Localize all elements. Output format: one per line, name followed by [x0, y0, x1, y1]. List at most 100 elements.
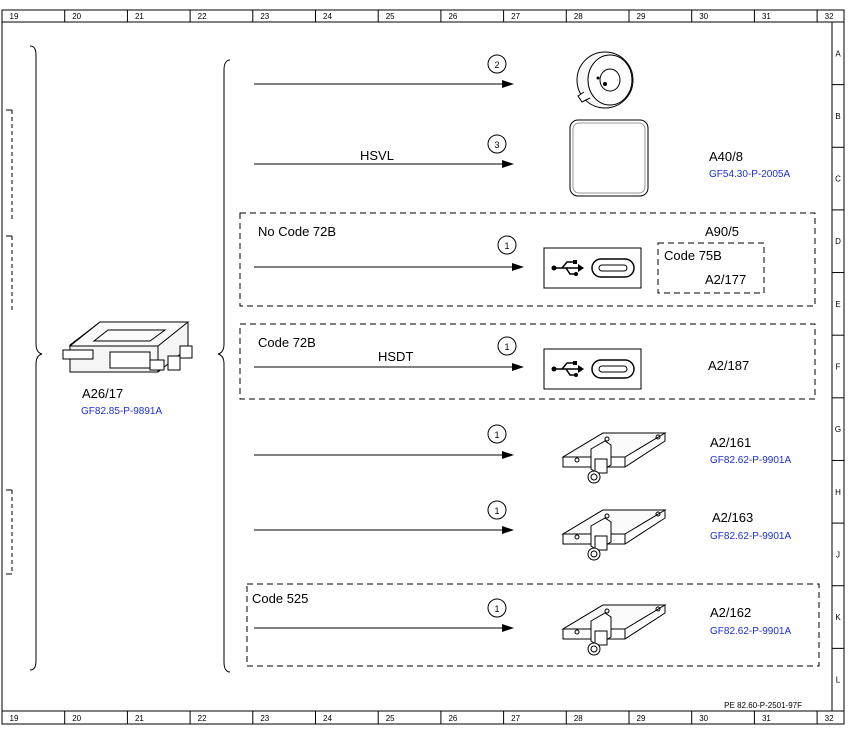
- grid-row-label: H: [835, 488, 841, 497]
- grid-column-label: 32: [825, 714, 834, 723]
- grid-row-label: G: [835, 425, 841, 434]
- grid-column-label: 23: [260, 714, 269, 723]
- grid-column-label: 23: [260, 12, 269, 21]
- connection-number: 1: [504, 342, 509, 352]
- grid-row-label: F: [836, 363, 841, 372]
- grid-column-label: 21: [135, 12, 144, 21]
- grid-row-label: B: [835, 112, 840, 121]
- grid-column-label: 25: [386, 12, 395, 21]
- connection-number: 1: [494, 506, 499, 516]
- grid-column-label: 22: [198, 714, 207, 723]
- device-label: A2/162: [710, 605, 751, 620]
- grid-row-label: L: [836, 676, 841, 685]
- antenna-module-icon: [561, 432, 667, 484]
- grid-column-label: 32: [825, 12, 834, 21]
- arrow-head: [502, 451, 514, 459]
- grid-column-label: 30: [699, 714, 708, 723]
- left-brace: [29, 45, 43, 671]
- source-doc: GF82.85-P-9891A: [81, 406, 162, 417]
- grid-column-label: 24: [323, 714, 332, 723]
- grid-column-label: 22: [198, 12, 207, 21]
- grid-column-label: 19: [10, 714, 19, 723]
- code-group-box: [239, 323, 816, 400]
- usb-icon: [551, 260, 584, 276]
- code-group-box: [239, 212, 816, 307]
- code-label: Code 72B: [258, 335, 316, 350]
- device-doc: GF82.62-P-9901A: [710, 531, 791, 542]
- connection-number: 1: [494, 604, 499, 614]
- grid-row-label: K: [835, 613, 841, 622]
- connection-circle: [487, 54, 507, 74]
- arrow-head: [502, 624, 514, 632]
- code-group-box: [246, 583, 820, 667]
- footer-reference: PE 82.60-P-2501-97F: [724, 701, 802, 710]
- inner-code-box: [657, 242, 765, 294]
- grid-column-label: 26: [448, 12, 457, 21]
- connection-circle: [487, 598, 507, 618]
- arrow-head: [502, 160, 514, 168]
- usb-c-port-icon: [591, 359, 635, 379]
- device-label: A2/161: [710, 435, 751, 450]
- right-brace: [217, 59, 231, 673]
- usb-c-port-icon: [591, 258, 635, 278]
- arrow-head: [512, 363, 524, 371]
- grid-column-label: 28: [574, 714, 583, 723]
- device-label: A2/187: [708, 358, 749, 373]
- connection-number: 2: [494, 60, 499, 70]
- grid-column-label: 20: [72, 714, 81, 723]
- antenna-module-icon: [561, 509, 667, 561]
- device-label: A40/8: [709, 149, 743, 164]
- grid-column-label: 27: [511, 12, 520, 21]
- connection-circle: [497, 235, 517, 255]
- grid-row-label: C: [835, 175, 841, 184]
- display-panel-icon: [569, 119, 649, 197]
- grid-column-label: 25: [386, 714, 395, 723]
- line-label: HSDT: [378, 349, 413, 364]
- line-label: HSVL: [360, 148, 394, 163]
- grid-column-label: 30: [699, 12, 708, 21]
- arrow-head: [512, 263, 524, 271]
- grid-column-label: 19: [10, 12, 19, 21]
- connection-number: 3: [494, 140, 499, 150]
- connection-circle: [487, 500, 507, 520]
- grid-column-label: 29: [637, 12, 646, 21]
- grid-column-label: 29: [637, 714, 646, 723]
- frame-outer: [1, 9, 845, 725]
- connection-number: 1: [494, 430, 499, 440]
- connection-number: 1: [504, 241, 509, 251]
- device-label: A90/5: [705, 224, 739, 239]
- grid-column-label: 26: [448, 714, 457, 723]
- grid-columns-top: 19 20 21 22 23 24 25 26 27 28 29 30 31 32: [10, 10, 834, 22]
- grid-row-label: D: [835, 237, 841, 246]
- device-doc: GF82.62-P-9901A: [710, 455, 791, 466]
- grid-column-label: 31: [762, 714, 771, 723]
- device-doc: GF54.30-P-2005A: [709, 169, 790, 180]
- code-label: No Code 72B: [258, 224, 336, 239]
- inner-code-label: Code 75B: [664, 248, 722, 263]
- arrow-head: [502, 526, 514, 534]
- device-label: A2/163: [712, 510, 753, 525]
- grid-row-label: J: [836, 550, 840, 559]
- grid-columns-bottom: 19 20 21 22 23 24 25 26 27 28 29 30 31 32: [10, 711, 834, 724]
- inner-device-label: A2/177: [705, 272, 746, 287]
- connection-circle: [487, 134, 507, 154]
- grid-column-label: 27: [511, 714, 520, 723]
- grid-row-label: A: [835, 49, 841, 58]
- grid-column-label: 31: [762, 12, 771, 21]
- connection-circle: [487, 424, 507, 444]
- source-label: A26/17: [82, 386, 123, 401]
- arrow-head: [502, 80, 514, 88]
- grid-column-label: 21: [135, 714, 144, 723]
- camera-icon: [576, 51, 634, 109]
- usb-icon: [551, 361, 584, 377]
- grid-column-label: 20: [72, 12, 81, 21]
- antenna-module-icon: [561, 604, 667, 656]
- grid-column-label: 24: [323, 12, 332, 21]
- code-label: Code 525: [252, 591, 308, 606]
- control-unit-icon: [62, 321, 193, 373]
- connection-circle: [497, 336, 517, 356]
- grid-column-label: 28: [574, 12, 583, 21]
